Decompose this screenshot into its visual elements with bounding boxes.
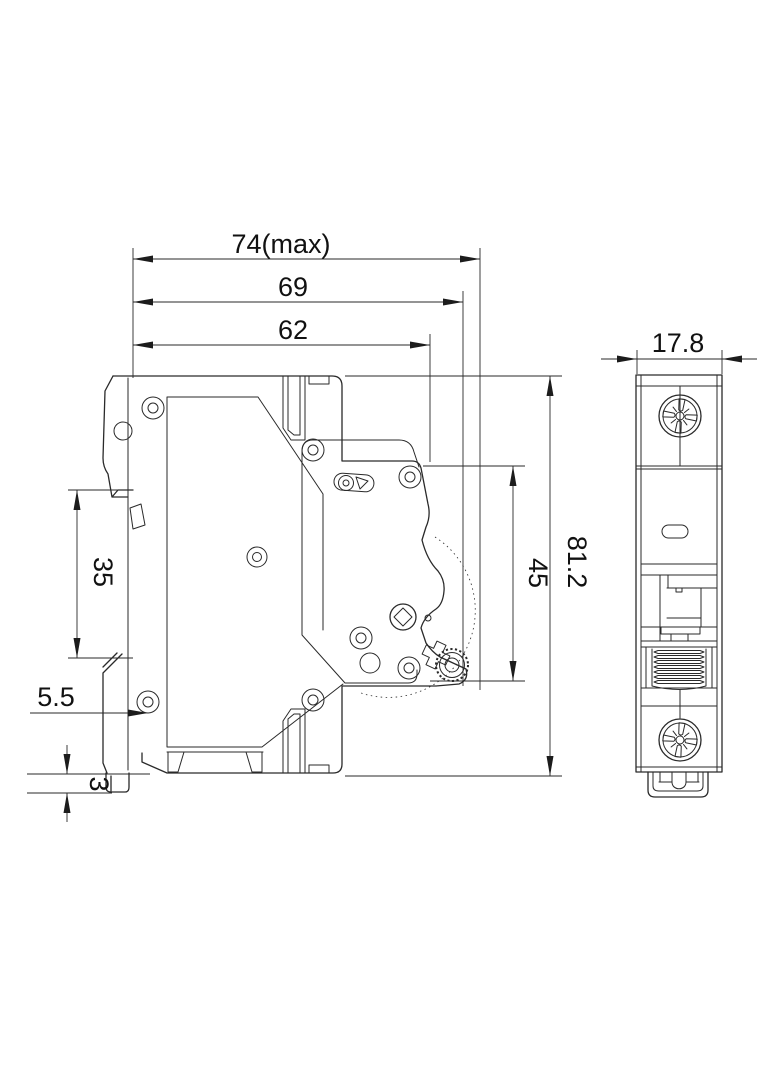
front-side-walls bbox=[640, 374, 718, 773]
rivet-icon bbox=[301, 688, 325, 712]
pozidriv-screw-head-icon bbox=[662, 722, 698, 758]
rivet-icon bbox=[397, 656, 421, 680]
dimensions: 74(max) 69 62 17.8 bbox=[27, 229, 757, 822]
dimension-17-8: 17.8 bbox=[601, 328, 757, 374]
front-view bbox=[635, 374, 723, 798]
rivet-icon bbox=[349, 626, 373, 650]
front-section-line-1 bbox=[635, 465, 723, 470]
dim-label-5-5: 5.5 bbox=[37, 682, 75, 712]
bottom-feet bbox=[166, 751, 264, 773]
dimension-45: 45 bbox=[423, 465, 553, 682]
handle-housing bbox=[640, 563, 718, 642]
dim-label-45: 45 bbox=[523, 558, 553, 588]
front-bottom-clip bbox=[647, 771, 709, 798]
bottom-slot bbox=[282, 708, 306, 774]
dim-label-3: 3 bbox=[84, 776, 114, 791]
dimension-3: 3 bbox=[27, 745, 150, 822]
terminal-screw-top bbox=[658, 394, 702, 438]
dimension-5-5: 5.5 bbox=[30, 667, 148, 726]
terminal-screw-bottom bbox=[658, 718, 702, 762]
rivet-icon bbox=[398, 465, 422, 489]
pivot-pin-icon bbox=[424, 614, 432, 622]
square-shaft-icon bbox=[389, 603, 417, 631]
hook-hole-icon bbox=[113, 421, 133, 441]
dimension-81-2: 81.2 bbox=[345, 375, 592, 777]
rivet-icon bbox=[246, 546, 268, 568]
top-slot bbox=[282, 375, 306, 441]
rivet-icon bbox=[136, 690, 160, 714]
dim-label-69: 69 bbox=[278, 272, 308, 302]
dim-label-74max: 74(max) bbox=[231, 229, 330, 259]
top-tab bbox=[308, 375, 330, 385]
label-window bbox=[661, 524, 689, 539]
side-case-outline bbox=[112, 375, 468, 774]
trip-window bbox=[333, 472, 375, 493]
pozidriv-screw-head-icon bbox=[662, 398, 698, 434]
mechanism-plate bbox=[301, 439, 420, 684]
inner-panel bbox=[166, 396, 344, 748]
din-latch-tab bbox=[129, 503, 146, 530]
front-outline bbox=[635, 374, 723, 773]
dimension-35: 35 bbox=[68, 489, 133, 659]
plain-hole-icon bbox=[359, 652, 381, 674]
din-bottom-clip bbox=[102, 652, 130, 793]
toggle-ribs bbox=[653, 650, 705, 684]
dim-label-17-8: 17.8 bbox=[652, 328, 705, 358]
dimension-62: 62 bbox=[133, 315, 431, 462]
side-view bbox=[102, 375, 476, 793]
dim-label-81-2: 81.2 bbox=[562, 536, 592, 589]
toggle-handle bbox=[640, 646, 718, 690]
handle-travel-arc bbox=[360, 536, 476, 698]
dim-label-62: 62 bbox=[278, 315, 308, 345]
bottom-tab bbox=[308, 764, 330, 774]
rivet-icon bbox=[301, 438, 325, 462]
dimension-69: 69 bbox=[133, 272, 464, 686]
rivets bbox=[136, 396, 422, 714]
rivet-icon bbox=[141, 396, 165, 420]
dim-label-35: 35 bbox=[88, 557, 118, 587]
dimension-74max: 74(max) bbox=[132, 229, 481, 690]
